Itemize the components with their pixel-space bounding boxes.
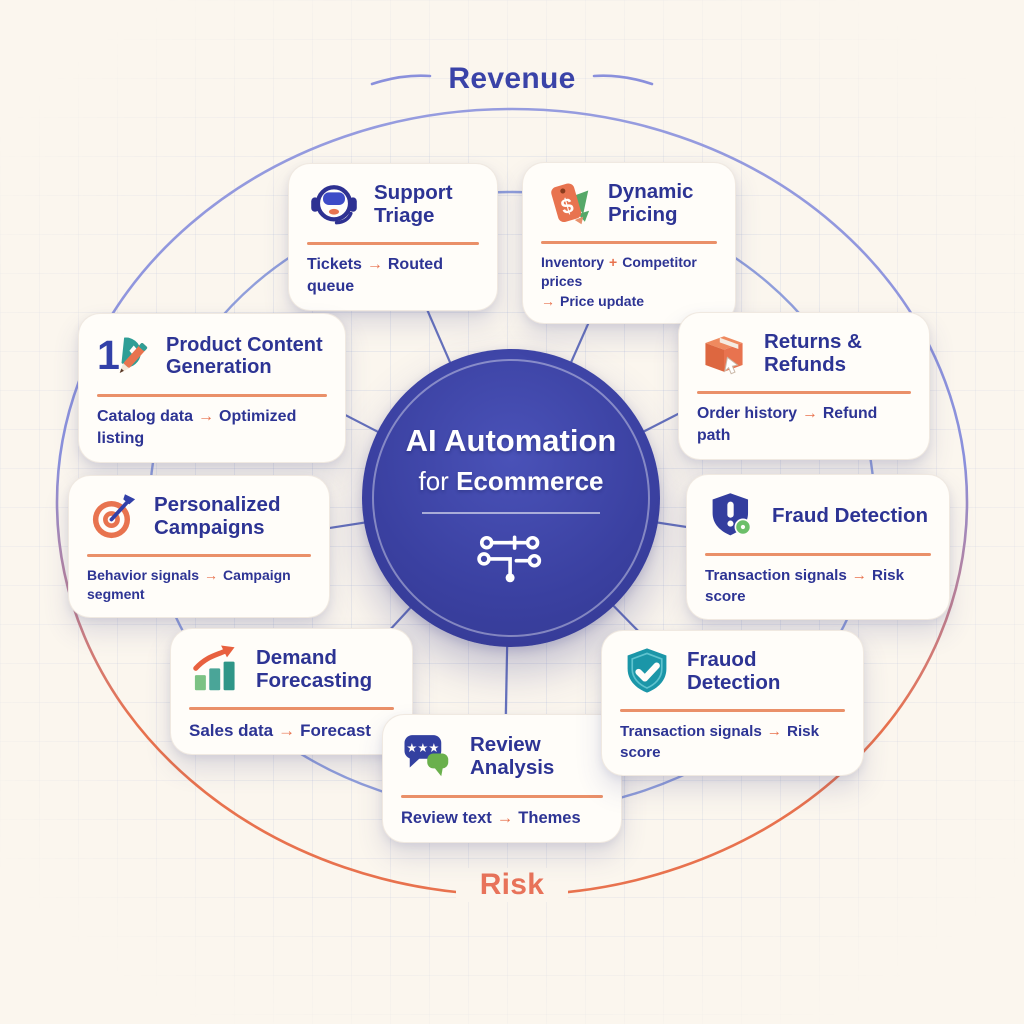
card-head: Returns & Refunds: [697, 327, 911, 381]
review-bubbles-icon: ★★★: [401, 729, 457, 785]
flow-text: Refund path: [697, 404, 878, 444]
hub-subtitle-bold: Ecommerce: [456, 465, 604, 496]
card-title: Frauod Detection: [687, 648, 781, 694]
shield-alert-icon: [705, 489, 759, 543]
card-flow: Review text→Themes: [401, 807, 603, 830]
hub-divider: [422, 511, 600, 514]
flow-arrow: →: [766, 722, 782, 740]
card-title: Returns & Refunds: [764, 330, 862, 376]
revenue-dash-left-icon: [371, 74, 432, 86]
revenue-axis-text: Revenue: [448, 62, 576, 95]
flow-arrow: →: [198, 407, 215, 425]
flow-text: Risk score: [705, 566, 905, 605]
card-head: Demand Forecasting: [189, 643, 394, 697]
bar-chart-icon: [189, 643, 243, 697]
card-flow: Sales data→Forecast: [189, 719, 394, 743]
flow-text: Inventory: [541, 253, 605, 270]
card-head: Personalized Campaigns: [87, 490, 311, 544]
flow-arrow: →: [204, 566, 219, 583]
axis-label-revenue: Revenue: [0, 62, 1024, 96]
card-head: Fraud Detection: [705, 489, 931, 543]
flow-text: Transaction signals: [620, 722, 762, 740]
flow-text: Optimized listing: [97, 407, 297, 447]
card-support-triage: Support Triage Tickets→Routed queue: [288, 163, 498, 312]
hub-subtitle-prefix: for: [418, 465, 449, 496]
card-title: Dynamic Pricing: [608, 180, 694, 226]
card-divider: [697, 391, 911, 394]
card-divider: [705, 553, 931, 556]
flow-text: Behavior signals: [87, 566, 200, 583]
card-fraud-detection-right: Fraud Detection Transaction signals→Risk…: [686, 474, 950, 621]
flow-arrow: →: [366, 255, 383, 273]
card-fraud-detection-bottom: Frauod Detection Transaction signals→Ris…: [601, 630, 864, 777]
target-icon: [87, 490, 141, 544]
card-flow: Tickets→Routed queue: [307, 254, 479, 299]
svg-text:★★★: ★★★: [406, 741, 439, 755]
axis-label-risk: Risk: [0, 868, 1024, 902]
card-title: Fraud Detection: [772, 503, 929, 527]
flow-arrow: +: [609, 253, 618, 270]
flow-text: Review text: [401, 808, 492, 827]
card-demand-forecasting: Demand Forecasting Sales data→Forecast: [170, 628, 413, 756]
card-flow: Behavior signals→Campaign segment: [87, 566, 311, 605]
center-hub-content: AI Automation for Ecommerce: [362, 349, 660, 655]
revenue-dash-right-icon: [592, 74, 653, 86]
card-divider: [189, 707, 394, 710]
card-divider: [97, 394, 327, 397]
flow-arrow: →: [851, 566, 867, 584]
card-divider: [541, 241, 717, 244]
card-head: ★★★ Review Analysis: [401, 729, 603, 785]
card-flow: Transaction signals→Risk score: [705, 565, 931, 608]
card-title: Product Content Generation: [166, 334, 323, 378]
card-flow: Transaction signals→Risk score: [620, 721, 845, 764]
card-personalized-campaigns: Personalized Campaigns Behavior signals→…: [68, 475, 330, 618]
price-tag-icon: $: [541, 177, 595, 231]
card-head: 1 Product Content Generation: [97, 328, 327, 384]
flow-arrow: →: [278, 720, 296, 740]
package-icon: [697, 327, 751, 381]
card-flow: Order history→Refund path: [697, 403, 911, 447]
svg-text:1: 1: [97, 332, 120, 378]
center-hub: AI Automation for Ecommerce: [362, 349, 660, 647]
card-title: Review Analysis: [470, 733, 555, 779]
flow-text: Risk score: [620, 722, 820, 761]
hub-subtitle: for Ecommerce: [419, 466, 604, 497]
card-dynamic-pricing: $ Dynamic Pricing Inventory+Competitor p…: [522, 162, 736, 325]
card-flow: Catalog data→Optimized listing: [97, 406, 327, 451]
hub-title: AI Automation: [405, 422, 617, 458]
card-divider: [87, 554, 311, 557]
headset-icon: [307, 178, 361, 232]
shield-check-icon: [620, 645, 674, 699]
card-head: Support Triage: [307, 178, 479, 232]
flow-text: Competitor prices: [541, 253, 697, 290]
risk-axis-text: Risk: [455, 868, 569, 902]
flow-text: Tickets: [307, 255, 362, 273]
card-title: Support Triage: [374, 181, 453, 227]
flow-text: Transaction signals: [705, 566, 847, 584]
card-divider: [401, 795, 603, 798]
card-review-analysis: ★★★ Review Analysis Review text→Themes: [382, 714, 622, 843]
flow-text: Routed queue: [307, 255, 443, 295]
flow-arrow: →: [496, 808, 514, 827]
card-divider: [307, 242, 479, 245]
circuit-icon: [476, 531, 546, 590]
flow-text: Catalog data: [97, 407, 194, 425]
flow-text: Sales data: [189, 720, 274, 740]
card-returns-refunds: Returns & Refunds Order history→Refund p…: [678, 312, 930, 460]
flow-text: Forecast: [300, 720, 371, 740]
card-product-content: 1 Product Content Generation Catalog dat…: [78, 313, 346, 464]
card-title: Personalized Campaigns: [154, 493, 281, 539]
card-divider: [620, 709, 845, 712]
card-title: Demand Forecasting: [256, 646, 373, 692]
pencil-content-icon: 1: [97, 328, 153, 384]
flow-text: Price update: [560, 292, 645, 309]
card-head: Frauod Detection: [620, 645, 845, 699]
flow-arrow: →: [541, 292, 555, 309]
flow-text: Themes: [518, 808, 581, 827]
card-head: $ Dynamic Pricing: [541, 177, 717, 231]
flow-arrow: →: [802, 404, 818, 422]
flow-text: Order history: [697, 404, 798, 422]
flow-text: Campaign segment: [87, 566, 291, 603]
card-flow: Inventory+Competitor prices → Price update: [541, 253, 717, 312]
